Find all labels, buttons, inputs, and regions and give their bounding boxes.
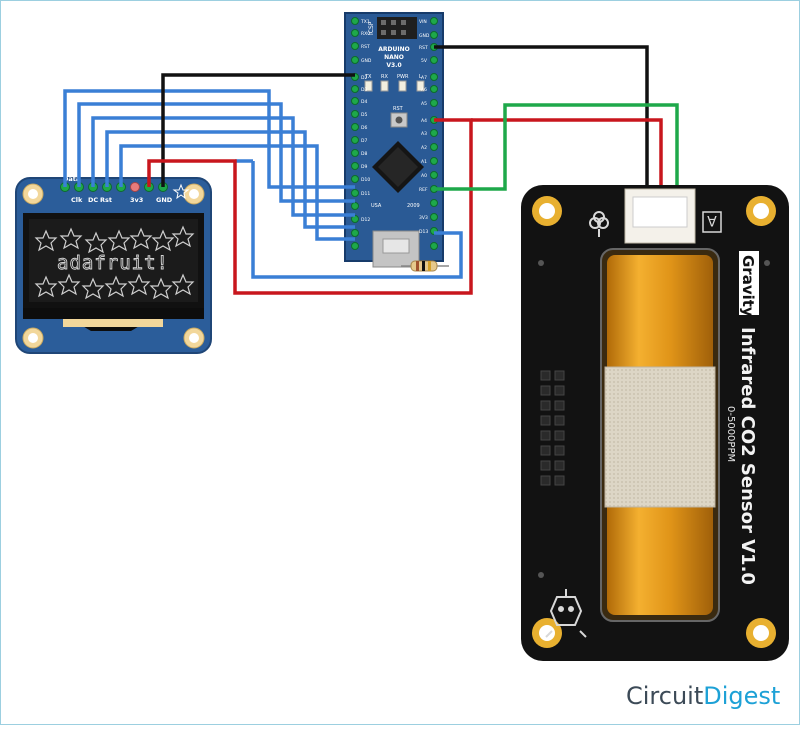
sensor-range: 0-5000PPM xyxy=(725,406,736,462)
nano-pin-ref: REF xyxy=(419,187,428,193)
nano-pin-d11: D11 xyxy=(361,191,370,197)
nano-led-label-rx: RX xyxy=(381,74,388,80)
nano-pin-a5: A5 xyxy=(421,101,427,107)
wire-5v-sensor xyxy=(471,118,663,191)
nano-pin-d8: D8 xyxy=(361,151,367,157)
sensor-label-group: Gravity Infrared CO2 Sensor V1.0 xyxy=(737,251,759,585)
nano-pin-a4: A4 xyxy=(421,118,427,124)
nano-pin-d12: D12 xyxy=(361,217,370,223)
oled-display-module: adafruit! Data Clk DC Rst 3v3 GND xyxy=(15,175,212,354)
logo-part-circuit: Circuit xyxy=(626,682,703,710)
svg-text:A: A xyxy=(707,212,717,228)
oled-pin-label-gnd: GND xyxy=(156,196,173,204)
star-logo-icon xyxy=(172,183,190,200)
wire-cs xyxy=(119,144,355,241)
nano-title-line2: NANO xyxy=(384,54,404,61)
nano-pin-tx1: TX1 xyxy=(360,19,370,25)
svg-text:CircuitDigest: CircuitDigest xyxy=(626,682,780,710)
nano-led-label-tx: TX xyxy=(364,74,372,80)
sensor-ndir-tube xyxy=(600,248,720,622)
nano-mcu-chip xyxy=(372,141,424,193)
analog-a-icon: A xyxy=(702,211,722,233)
oled-pin-label-rst: Rst xyxy=(100,196,112,204)
nano-pin-5v: 5V xyxy=(421,58,428,64)
nano-pin-d3: D3 xyxy=(361,87,367,93)
sensor-title: Infrared CO2 Sensor V1.0 xyxy=(737,327,758,585)
nano-pin-gnd-l: GND xyxy=(361,58,372,64)
nano-pin-d2: D2 xyxy=(361,75,367,81)
sensor-mesh-window xyxy=(604,366,716,508)
nano-leds xyxy=(364,80,425,92)
nano-icsp-header xyxy=(377,17,417,39)
logo-part-digest: Digest xyxy=(703,682,780,710)
nano-pin-vin: VIN xyxy=(419,19,427,25)
nano-left-pins xyxy=(351,17,359,250)
wire-signal-sensor xyxy=(434,103,679,191)
clover-icon xyxy=(589,211,609,237)
nano-pin-a7: A7 xyxy=(421,75,427,81)
nano-pin-d7: D7 xyxy=(361,138,367,144)
nano-pin-a6: A6 xyxy=(421,87,427,93)
nano-pin-a3: A3 xyxy=(421,131,427,137)
oled-screen-text: adafruit! xyxy=(57,252,169,274)
nano-led-label-pwr: PWR xyxy=(397,74,409,80)
circuitdigest-logo: CircuitDigest xyxy=(626,682,780,710)
nano-right-pin-labels: VIN GND RST 5V A7 A6 A5 A4 A3 A2 A1 A0 R… xyxy=(419,19,430,235)
wires xyxy=(63,45,679,295)
nano-led-label-l: L xyxy=(419,74,422,80)
robot-logo-icon xyxy=(545,589,587,638)
nano-pcb xyxy=(344,12,444,262)
nano-pin-gnd-r: GND xyxy=(419,33,430,39)
wire-gnd-sensor xyxy=(434,45,649,191)
oled-pin-label-clk: Clk xyxy=(71,196,83,204)
wire-spi-return xyxy=(251,161,463,279)
nano-title-line1: ARDUINO xyxy=(378,46,409,53)
nano-pin-d5: D5 xyxy=(361,112,367,118)
nano-pin-d4: D4 xyxy=(361,99,367,105)
nano-pin-a2: A2 xyxy=(421,145,427,151)
nano-pin-a1: A1 xyxy=(421,159,427,165)
nano-reset-label: RST xyxy=(393,106,404,112)
resistor xyxy=(401,260,449,272)
oled-pin-label-3v3: 3v3 xyxy=(130,196,143,204)
nano-usa-label: USA xyxy=(371,203,382,209)
nano-pin-d10: D10 xyxy=(361,177,370,183)
oled-pin-label-dc: DC xyxy=(88,196,98,204)
nano-pin-rx0: RX0 xyxy=(361,31,370,37)
sensor-brand-badge xyxy=(739,251,759,315)
oled-star-pattern xyxy=(34,225,195,300)
co2-sensor-module: A Gravity Infrared CO2 Sensor V1.0 xyxy=(521,185,789,661)
nano-pin-d13: D13 xyxy=(419,229,428,235)
nano-title-line3: V3.0 xyxy=(386,62,401,69)
nano-pin-rst-r: RST xyxy=(419,45,428,51)
nano-pin-3v3: 3V3 xyxy=(419,215,428,221)
wire-gnd-oled xyxy=(161,73,355,187)
sensor-side-pads xyxy=(540,370,565,486)
sensor-brand: Gravity xyxy=(739,255,757,317)
wire-dc xyxy=(91,116,355,217)
nano-icsp-label: ICSP xyxy=(368,21,375,35)
nano-year-label: 2009 xyxy=(407,203,420,209)
nano-left-pin-labels: TX1 RX0 RST GND D2 D3 D4 D5 D6 D7 D8 D9 … xyxy=(360,19,372,223)
nano-pin-a0: A0 xyxy=(421,173,427,179)
oled-pin-labels: Data Clk DC Rst 3v3 GND xyxy=(63,175,173,204)
nano-pin-d9: D9 xyxy=(361,164,367,170)
wire-data xyxy=(63,89,355,189)
arduino-nano-board: ICSP ARDUINO NANO V3.0 TX RX PWR L RST U… xyxy=(344,12,444,268)
nano-pin-d6: D6 xyxy=(361,125,367,131)
oled-pin-label-data: Data xyxy=(63,175,80,183)
nano-pin-rst-l: RST xyxy=(361,44,370,50)
wire-rst xyxy=(105,130,355,229)
